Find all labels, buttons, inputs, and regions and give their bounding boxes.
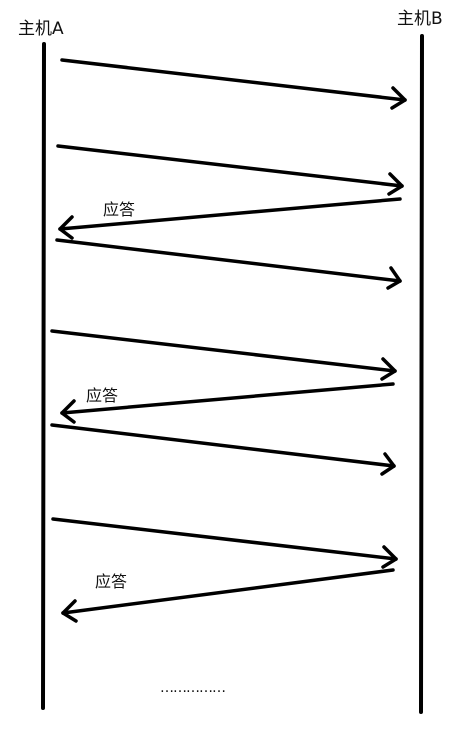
message-arrow-5 bbox=[50, 423, 396, 476]
ack-label-3: 应答 bbox=[95, 572, 128, 591]
message-arrow-2 bbox=[56, 144, 404, 196]
host-a-label: 主机A bbox=[18, 19, 64, 39]
host-a-lifeline bbox=[41, 42, 46, 710]
host-b-lifeline bbox=[419, 34, 424, 714]
message-arrow-6 bbox=[51, 517, 398, 569]
message-arrow-3 bbox=[55, 238, 402, 290]
ack-arrow-1 bbox=[58, 197, 402, 240]
ack-arrow-2 bbox=[60, 382, 395, 424]
ack-arrow-3 bbox=[61, 568, 395, 623]
continuation-ellipsis: …………… bbox=[160, 680, 226, 696]
host-b-label: 主机B bbox=[397, 9, 443, 29]
ack-label-1: 应答 bbox=[103, 200, 136, 219]
message-arrow-1 bbox=[60, 58, 407, 110]
ack-label-2: 应答 bbox=[86, 386, 119, 405]
message-arrow-4 bbox=[50, 329, 397, 381]
